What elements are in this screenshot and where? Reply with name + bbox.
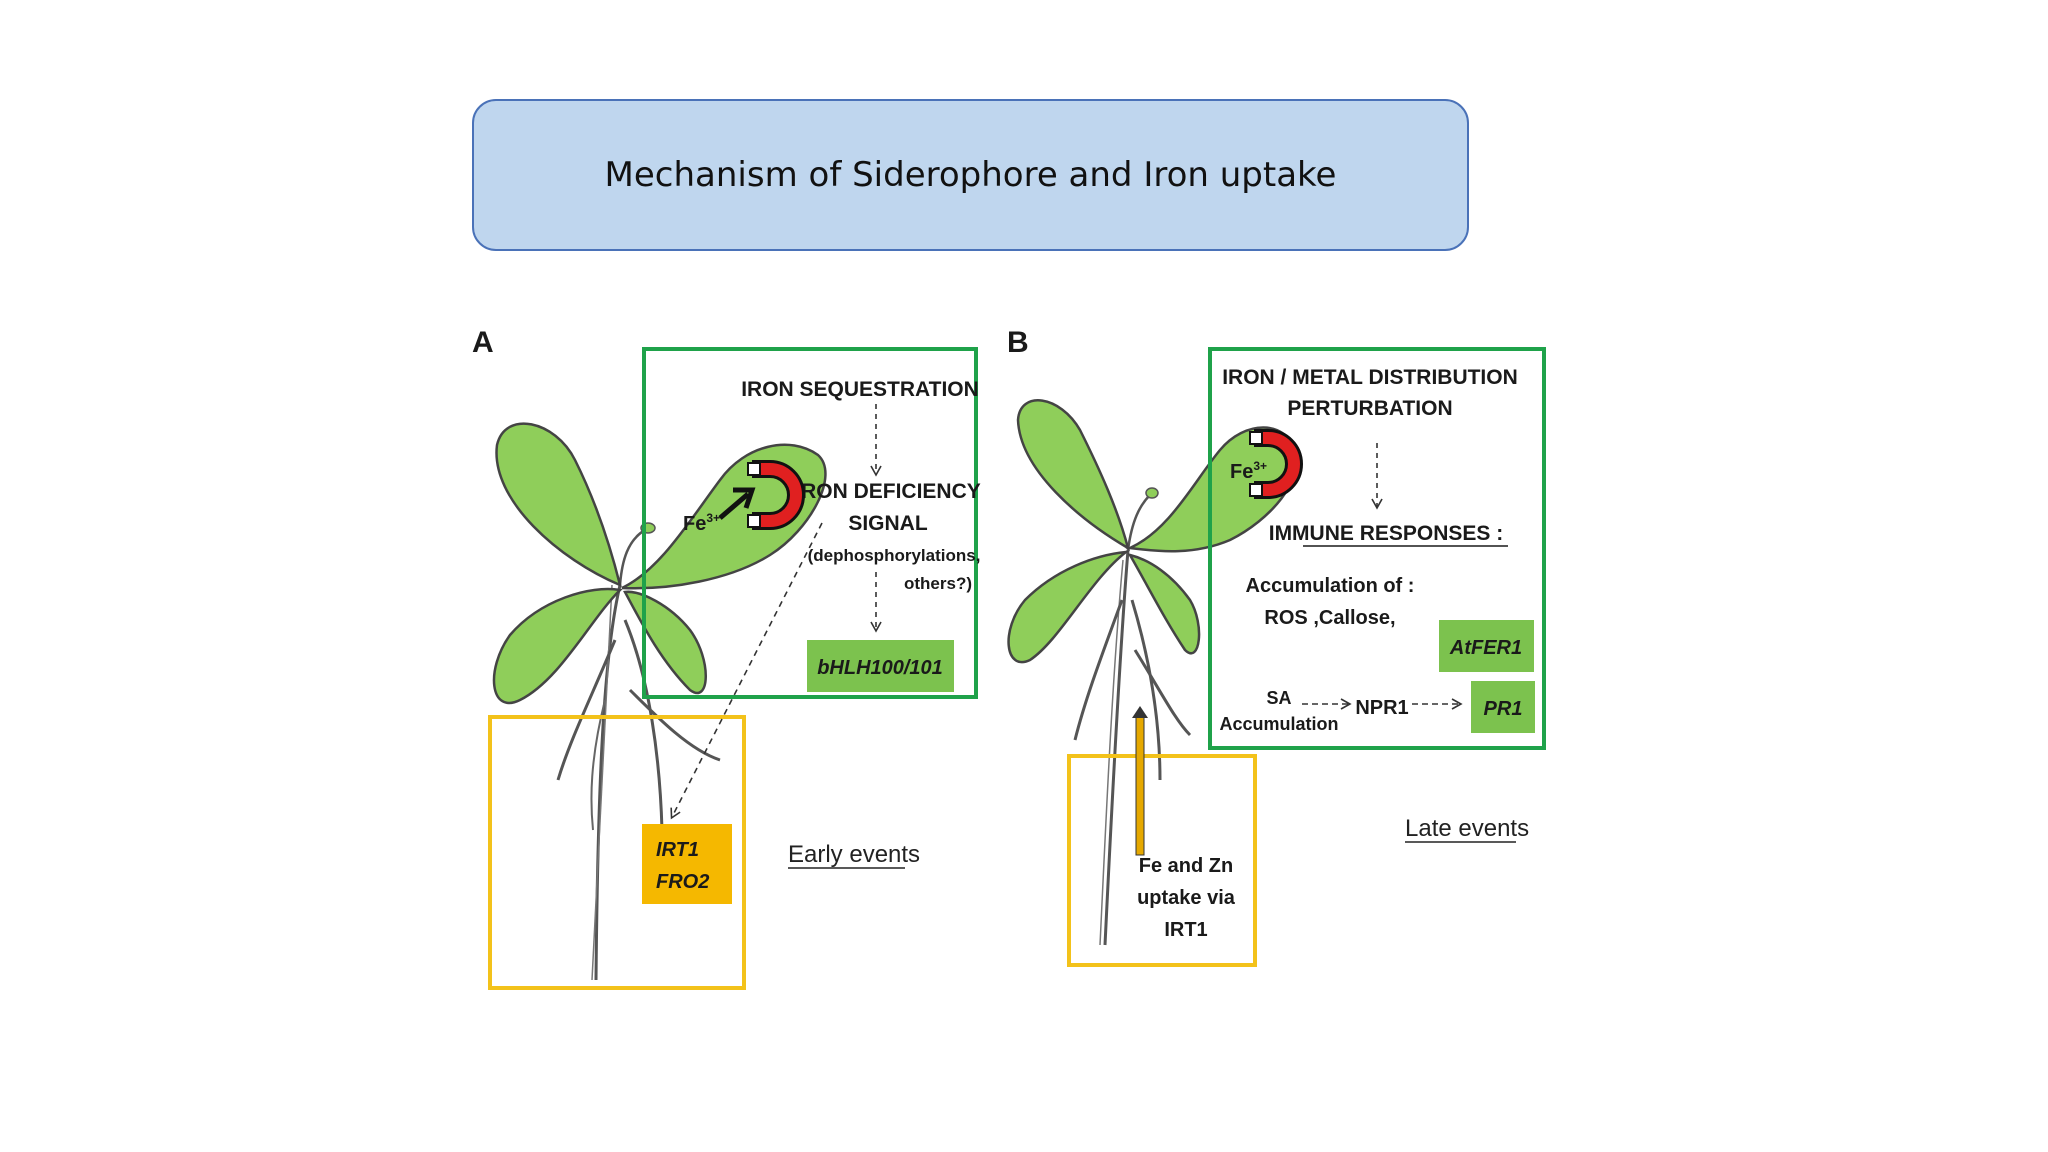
panel-b: B Fe and Zn uptake via IRT1 [1007, 326, 1546, 967]
deficiency-note-2: others?) [904, 574, 972, 593]
atfer1-gene-label: AtFER1 [1449, 637, 1522, 659]
uptake-arrow-shaft [1135, 714, 1145, 856]
bud-b [1145, 487, 1159, 499]
stem-a [618, 528, 646, 586]
perturbation-label-1: IRON / METAL DISTRIBUTION [1222, 366, 1518, 389]
arrow-signal-to-irt1 [670, 522, 823, 820]
title-banner: Mechanism of Siderophore and Iron uptake [472, 99, 1469, 251]
stem-b [1126, 494, 1151, 551]
npr1-label: NPR1 [1355, 697, 1408, 719]
iron-deficiency-label-1: IRON DEFICIENCY [795, 480, 981, 503]
accumulation-of-label: Accumulation of : [1246, 575, 1415, 597]
irt1-fro2-box [642, 824, 732, 904]
panel-b-green-frame [1208, 347, 1546, 750]
perturbation-label-2: PERTURBATION [1287, 397, 1452, 420]
bhlh-gene-label: bHLH100/101 [817, 657, 943, 679]
root-b-right [1130, 599, 1162, 781]
bhlh-gene-box [807, 640, 954, 692]
panel-a-green-frame [642, 347, 978, 699]
fe-capture-arrowhead-icon [733, 487, 756, 509]
immune-responses-label: IMMUNE RESPONSES : [1269, 522, 1504, 545]
deficiency-note-1: (dephosphorylations, [808, 546, 981, 565]
root-b-branch [1133, 649, 1192, 737]
fe-label-b: Fe3+ [1230, 459, 1267, 483]
leaf-a-lower-left [492, 587, 623, 705]
sa-accumulation-label: Accumulation [1219, 714, 1338, 734]
magnet-icon [1249, 429, 1303, 499]
magnet-icon [747, 460, 805, 530]
irt1-label: IRT1 [656, 839, 699, 861]
root-a-branch [628, 688, 721, 762]
fe-label-a: Fe3+ [683, 511, 720, 535]
ros-callose-label: ROS ,Callose, [1264, 607, 1395, 629]
uptake-label-3: IRT1 [1164, 919, 1207, 941]
root-a-right [623, 619, 664, 831]
iron-deficiency-label-2: SIGNAL [848, 512, 928, 535]
early-events-caption: Early events [788, 841, 920, 868]
pr1-gene-label: PR1 [1484, 698, 1523, 720]
panel-a: A IRON SEQUESTRATION IRON DEFICIENCY [472, 326, 981, 990]
leaf-b-lower-left [1007, 550, 1131, 664]
late-events-caption: Late events [1405, 815, 1529, 842]
uptake-label-2: uptake via [1137, 887, 1236, 909]
root-a-main [594, 584, 622, 981]
root-b-main [1103, 549, 1130, 946]
slide-title: Mechanism of Siderophore and Iron uptake [604, 155, 1337, 195]
atfer1-gene-box [1439, 620, 1534, 672]
fe-capture-arrow-icon [718, 492, 750, 520]
root-b-left [1073, 599, 1124, 741]
uptake-arrowhead-icon [1132, 706, 1148, 718]
sa-label: SA [1266, 688, 1291, 708]
root-a-branch2 [590, 699, 606, 831]
root-a-left [556, 639, 617, 781]
iron-sequestration-label: IRON SEQUESTRATION [741, 378, 979, 401]
leaf-b-upper-left [1016, 399, 1130, 551]
panel-b-letter: B [1007, 326, 1029, 359]
root-b-main-inner [1099, 559, 1124, 946]
leaf-a-upper-left [495, 422, 622, 588]
leaf-b-lower-right [1127, 553, 1201, 655]
fro2-label: FRO2 [656, 871, 709, 893]
panel-a-letter: A [472, 326, 494, 359]
pr1-gene-box [1471, 681, 1535, 733]
panel-a-yellow-frame [488, 715, 746, 990]
leaf-a-lower-right [623, 590, 707, 694]
plant-b [1007, 399, 1298, 946]
panel-b-yellow-frame [1067, 754, 1257, 967]
root-a-main-inner [591, 584, 613, 981]
uptake-label-1: Fe and Zn [1139, 855, 1233, 877]
